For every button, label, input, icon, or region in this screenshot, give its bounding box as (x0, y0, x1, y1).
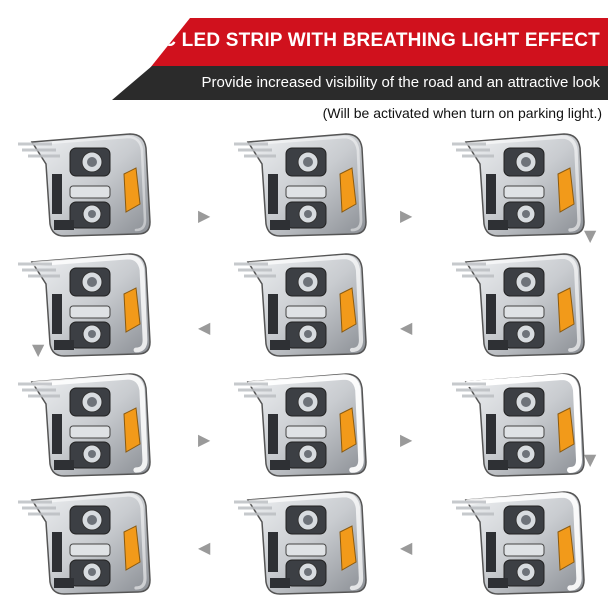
headlight-frame-10 (446, 482, 596, 600)
title-banner: DYNAMIC LED STRIP WITH BREATHING LIGHT E… (150, 18, 608, 68)
arrow-down-icon: ▼ (32, 340, 45, 359)
headlight-frame-8 (228, 364, 378, 482)
page-title: DYNAMIC LED STRIP WITH BREATHING LIGHT E… (86, 30, 600, 51)
arrow-left-icon: ◀ (400, 538, 413, 557)
arrow-right-icon: ▶ (198, 206, 211, 225)
page-subtitle: Provide increased visibility of the road… (201, 74, 600, 91)
headlight-frame-12 (12, 482, 162, 600)
arrow-down-icon: ▼ (584, 226, 597, 245)
headlight-frame-11 (228, 482, 378, 600)
headlight-frame-5 (228, 244, 378, 362)
arrow-right-icon: ▶ (198, 430, 211, 449)
headlight-frame-2 (228, 124, 378, 242)
headlight-frame-3 (446, 124, 596, 242)
headlight-frame-6 (12, 244, 162, 362)
headlight-frame-4 (446, 244, 596, 362)
arrow-left-icon: ◀ (198, 538, 211, 557)
arrow-right-icon: ▶ (400, 206, 413, 225)
activation-note: (Will be activated when turn on parking … (322, 105, 602, 121)
arrow-down-icon: ▼ (584, 450, 597, 469)
arrow-right-icon: ▶ (400, 430, 413, 449)
headlight-frame-1 (12, 124, 162, 242)
arrow-left-icon: ◀ (198, 318, 211, 337)
arrow-left-icon: ◀ (400, 318, 413, 337)
headlight-frame-7 (12, 364, 162, 482)
subtitle-banner: Provide increased visibility of the road… (112, 66, 608, 100)
headlight-frame-9 (446, 364, 596, 482)
